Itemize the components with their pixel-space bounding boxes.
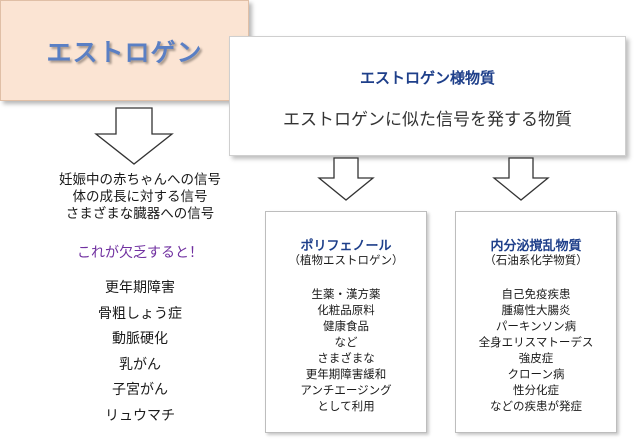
polyphenol-box: ポリフェノール （植物エストロゲン） 生薬・漢方薬 化粧品原料 健康食品 など … <box>265 211 427 433</box>
polyphenol-title: ポリフェノール <box>300 239 392 254</box>
endocrine-disruptor-diseases-list: 自己免疫疾患 腫瘍性大腸炎 パーキンソン病 全身エリスマトーデス 強皮症 クロー… <box>456 286 616 414</box>
disease-item: 子宮がん <box>112 382 168 398</box>
signals-list: 妊娠中の赤ちゃんへの信号 体の成長に対する信号 さまざまな臓器への信号 <box>40 172 240 223</box>
estrogen-box: エストロゲン <box>0 0 249 101</box>
polyphenol-uses-list: 生薬・漢方薬 化粧品原料 健康食品 など さまざまな 更年期障害緩和 アンチエー… <box>266 286 426 414</box>
down-arrow-icon <box>94 107 174 165</box>
down-arrow-icon <box>492 157 550 201</box>
list-item: 化粧品原料 <box>317 303 375 317</box>
list-item: 自己免疫疾患 <box>501 287 571 301</box>
list-item: 強皮症 <box>518 351 554 365</box>
estrogen-title: エストロゲン <box>46 37 203 67</box>
list-item: アンチエージング <box>300 383 392 397</box>
list-item: として利用 <box>317 399 375 413</box>
disease-item: 骨粗しょう症 <box>98 305 182 322</box>
disease-item: 動脈硬化 <box>112 331 168 347</box>
endocrine-disruptor-title: 内分泌撹乱物質 <box>490 239 582 254</box>
list-item: など <box>334 335 358 349</box>
deficiency-diseases-list: 更年期障害 骨粗しょう症 動脈硬化 乳がん 子宮がん リュウマチ <box>40 276 240 429</box>
list-item: などの疾患が発症 <box>490 399 582 413</box>
estrogen-like-title: エストロゲン様物質 <box>359 69 495 87</box>
disease-item: 更年期障害 <box>105 280 175 296</box>
signal-item: 妊娠中の赤ちゃんへの信号 <box>59 172 221 188</box>
list-item: さまざまな <box>317 351 375 365</box>
list-item: 生薬・漢方薬 <box>311 287 381 301</box>
estrogen-like-description: エストロゲンに似た信号を発する物質 <box>283 110 572 130</box>
disease-item: リュウマチ <box>105 407 175 424</box>
list-item: クローン病 <box>507 367 565 381</box>
signal-item: 体の成長に対する信号 <box>72 189 208 205</box>
list-item: 健康食品 <box>323 319 369 333</box>
list-item: 全身エリスマトーデス <box>478 335 594 349</box>
estrogen-like-box: エストロゲン様物質 エストロゲンに似た信号を発する物質 <box>229 36 626 156</box>
deficiency-label: これが欠乏すると！ <box>77 245 203 261</box>
endocrine-disruptor-box: 内分泌撹乱物質 （石油系化学物質） 自己免疫疾患 腫瘍性大腸炎 パーキンソン病 … <box>455 211 617 433</box>
down-arrow-icon <box>317 157 375 201</box>
disease-item: 乳がん <box>119 356 161 373</box>
list-item: 更年期障害緩和 <box>305 367 387 381</box>
list-item: パーキンソン病 <box>495 319 577 333</box>
list-item: 性分化症 <box>513 383 559 397</box>
polyphenol-subtitle: （植物エストロゲン） <box>288 253 404 267</box>
endocrine-disruptor-subtitle: （石油系化学物質） <box>484 253 588 267</box>
list-item: 腫瘍性大腸炎 <box>501 303 571 317</box>
signal-item: さまざまな臓器への信号 <box>65 206 215 222</box>
